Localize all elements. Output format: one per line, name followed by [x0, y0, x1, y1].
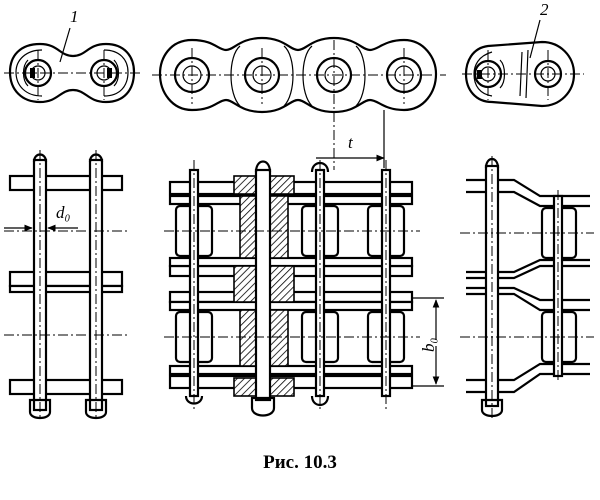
label-pitch-t: t — [348, 133, 354, 152]
label-part-2: 2 — [540, 0, 549, 19]
offset-link-plate-view: 2 — [462, 0, 584, 108]
figure-caption: Рис. 10.3 — [263, 452, 337, 473]
label-pin-diameter: d₀ — [56, 203, 71, 222]
label-width-b0: b₀ — [419, 338, 438, 353]
connecting-link-plan-view: d₀ — [4, 150, 128, 420]
chain-side-view: t — [152, 36, 446, 170]
chain-plan-view: b₀ — [164, 160, 444, 417]
offset-link-plan-view — [460, 156, 594, 420]
connecting-link-plate-view: 1 — [4, 7, 140, 104]
label-part-1: 1 — [70, 7, 79, 26]
